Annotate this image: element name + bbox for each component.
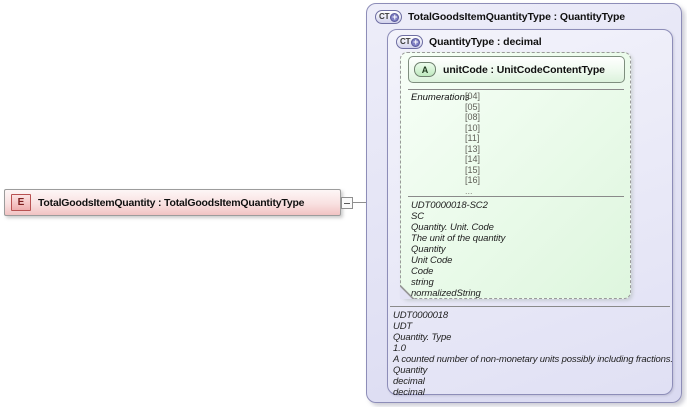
annotation-line: decimal — [393, 376, 425, 387]
complextype-box-quantitytype: CT + QuantityType : decimal A unitCode :… — [387, 29, 673, 398]
quantitytype-title: QuantityType : decimal — [429, 36, 542, 48]
annotation-line: Quantity. Unit. Code — [411, 222, 494, 233]
minus-icon — [344, 203, 350, 204]
totalgoodsitemquantitytype-title: TotalGoodsItemQuantityType : QuantityTyp… — [408, 11, 625, 23]
annotation-line: Code — [411, 266, 434, 277]
annotation-line: 1.0 — [393, 343, 406, 354]
folded-corner-line — [400, 285, 414, 299]
annotation-line: UDT0000018-SC2 — [411, 200, 488, 211]
element-icon: E — [11, 194, 31, 211]
annotation-line: Quantity — [393, 365, 428, 376]
divider — [408, 196, 624, 197]
annotation-line: Quantity — [411, 244, 446, 255]
annotation-line: UDT0000018 — [393, 310, 449, 321]
annotation-line: decimal — [393, 387, 425, 398]
annotation-line: string — [411, 277, 434, 288]
enum-value: [13] — [465, 143, 481, 154]
ct-badge-text: CT — [379, 12, 390, 21]
complex-type-icon: CT + — [375, 10, 402, 24]
enum-value: [04] — [465, 91, 481, 101]
enum-value: [08] — [465, 112, 481, 122]
attribute-icon: A — [414, 62, 436, 77]
annotation-line: SC — [411, 211, 424, 222]
enum-value: [15] — [465, 164, 481, 175]
complextype-box-totalgoodsitemquantitytype: CT + TotalGoodsItemQuantityType : Quanti… — [366, 3, 682, 403]
ct-badge-text: CT — [400, 37, 411, 46]
enum-value-ellipsis: ... — [465, 185, 473, 196]
enum-value: [16] — [465, 175, 481, 185]
unitcode-annotation: UDT0000018-SC2 SC Quantity. Unit. Code T… — [411, 200, 505, 299]
annotation-line: The unit of the quantity — [411, 233, 506, 244]
facet-label: Enumerations — [411, 92, 470, 103]
unitcode-title: unitCode : UnitCodeContentType — [443, 63, 605, 76]
attribute-box-unitcode: A unitCode : UnitCodeContentType Enumera… — [400, 52, 631, 299]
enumeration-values: [04] [05] [08] [10] [11] [13] [14] [15] … — [465, 91, 480, 196]
plus-icon: + — [390, 11, 400, 22]
unitcode-header[interactable]: A unitCode : UnitCodeContentType — [408, 56, 625, 83]
annotation-line: normalizedString — [411, 288, 481, 299]
complex-type-icon: CT + — [396, 35, 423, 49]
enum-value: [14] — [465, 154, 481, 164]
connector-line — [353, 202, 366, 203]
annotation-line: Quantity. Type — [393, 332, 452, 343]
enum-value: [11] — [465, 133, 480, 143]
collapse-toggle[interactable] — [341, 197, 353, 209]
plus-icon: + — [411, 36, 421, 47]
element-label: TotalGoodsItemQuantity : TotalGoodsItemQ… — [38, 196, 305, 209]
totalgoodsitemquantitytype-header[interactable]: CT + TotalGoodsItemQuantityType : Quanti… — [375, 10, 625, 24]
enum-value: [05] — [465, 101, 481, 112]
quantitytype-annotation: UDT0000018 UDT Quantity. Type 1.0 A coun… — [393, 310, 673, 398]
annotation-line: Unit Code — [411, 255, 453, 266]
quantitytype-header[interactable]: CT + QuantityType : decimal — [396, 35, 542, 49]
annotation-line: A counted number of non-monetary units p… — [393, 354, 673, 365]
divider — [408, 89, 624, 90]
divider — [390, 306, 670, 307]
enum-value: [10] — [465, 122, 481, 133]
annotation-line: UDT — [393, 321, 413, 332]
element-box-totalgoodsitemquantity[interactable]: E TotalGoodsItemQuantity : TotalGoodsIte… — [4, 189, 341, 216]
